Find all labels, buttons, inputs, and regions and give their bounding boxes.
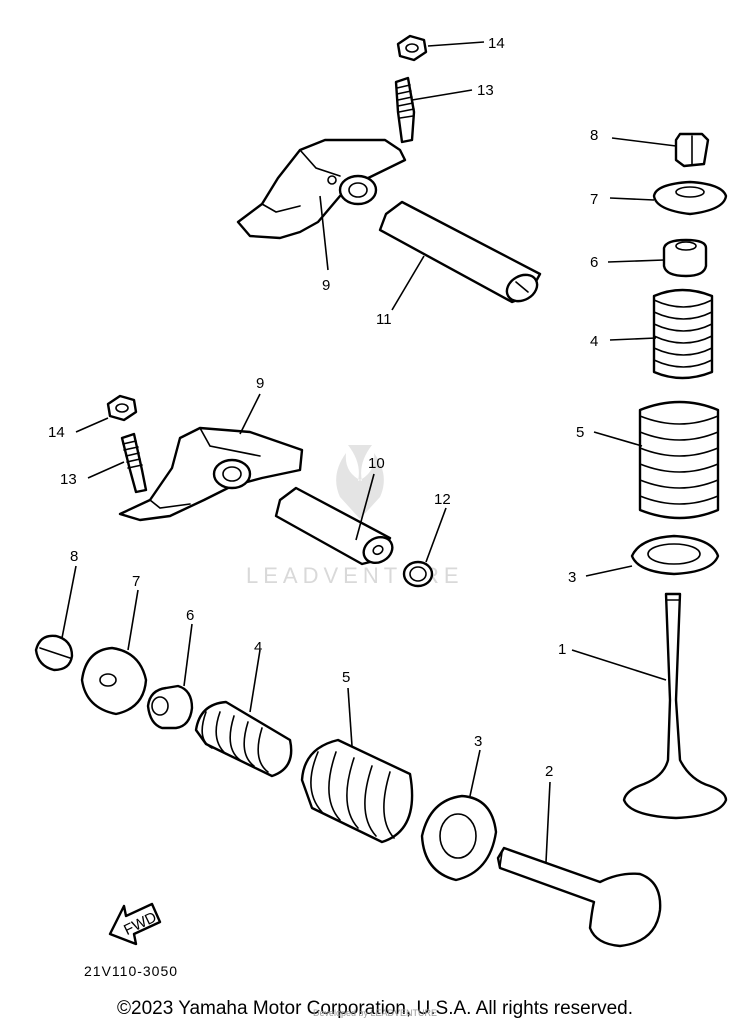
callout-7-left: 7 — [132, 573, 140, 590]
leader-lines — [61, 41, 677, 863]
rocker-shaft-upper — [378, 200, 542, 304]
callout-11: 11 — [376, 311, 392, 328]
callout-7-right: 7 — [590, 191, 598, 208]
callout-4-right: 4 — [590, 333, 598, 350]
callout-8-left: 8 — [70, 548, 78, 565]
adjuster-screw-upper — [394, 76, 416, 144]
spring-seat-right — [630, 534, 720, 576]
callout-6-right: 6 — [590, 254, 598, 271]
callouts: 14 13 9 11 8 7 6 4 5 3 1 9 14 13 10 12 8… — [48, 35, 598, 780]
callout-12: 12 — [434, 491, 451, 508]
callout-6-left: 6 — [186, 607, 194, 624]
adjuster-screw-lower — [120, 432, 148, 494]
valve-exhaust — [496, 846, 662, 948]
cotter-right — [674, 132, 710, 168]
cotter-left — [34, 634, 74, 672]
rocker-arm-lower — [118, 426, 304, 522]
valve-intake — [622, 592, 728, 820]
callout-8-right: 8 — [590, 127, 598, 144]
spring-inner-right — [652, 288, 714, 380]
copyright-notice: ©2023 Yamaha Motor Corporation, U.S.A. A… — [117, 998, 633, 1019]
callout-5-right: 5 — [576, 424, 584, 441]
callout-13-upper: 13 — [477, 82, 494, 99]
callout-2: 2 — [545, 763, 553, 780]
watermark-flame-icon — [336, 445, 384, 519]
spring-seat-left — [420, 794, 498, 882]
o-ring — [402, 560, 434, 588]
callout-4-left: 4 — [254, 639, 262, 656]
spring-outer-left — [300, 738, 414, 844]
seal-left — [146, 684, 194, 730]
nut-upper — [396, 34, 428, 62]
spring-inner-left — [194, 700, 293, 778]
callout-9-upper: 9 — [322, 277, 330, 294]
retainer-right — [652, 180, 728, 216]
callout-13-lower: 13 — [60, 471, 77, 488]
callout-14-upper: 14 — [488, 35, 505, 52]
spring-outer-right — [638, 400, 720, 520]
callout-5-left: 5 — [342, 669, 350, 686]
retainer-left — [80, 646, 148, 716]
rocker-arm-upper — [236, 138, 407, 240]
callout-3-left: 3 — [474, 733, 482, 750]
rocker-shaft-lower — [274, 486, 394, 566]
fwd-arrow-icon: FWD — [108, 902, 162, 946]
drawing-code: 21V110-3050 — [84, 963, 178, 979]
nut-lower — [106, 394, 138, 422]
callout-14-lower: 14 — [48, 424, 65, 441]
callout-3-right: 3 — [568, 569, 576, 586]
callout-9-lower: 9 — [256, 375, 264, 392]
callout-10: 10 — [368, 455, 385, 472]
callout-1: 1 — [558, 641, 566, 658]
copyright-subtext: Developed by LEADVENTURE — [312, 1008, 438, 1018]
seal-right — [662, 238, 708, 278]
